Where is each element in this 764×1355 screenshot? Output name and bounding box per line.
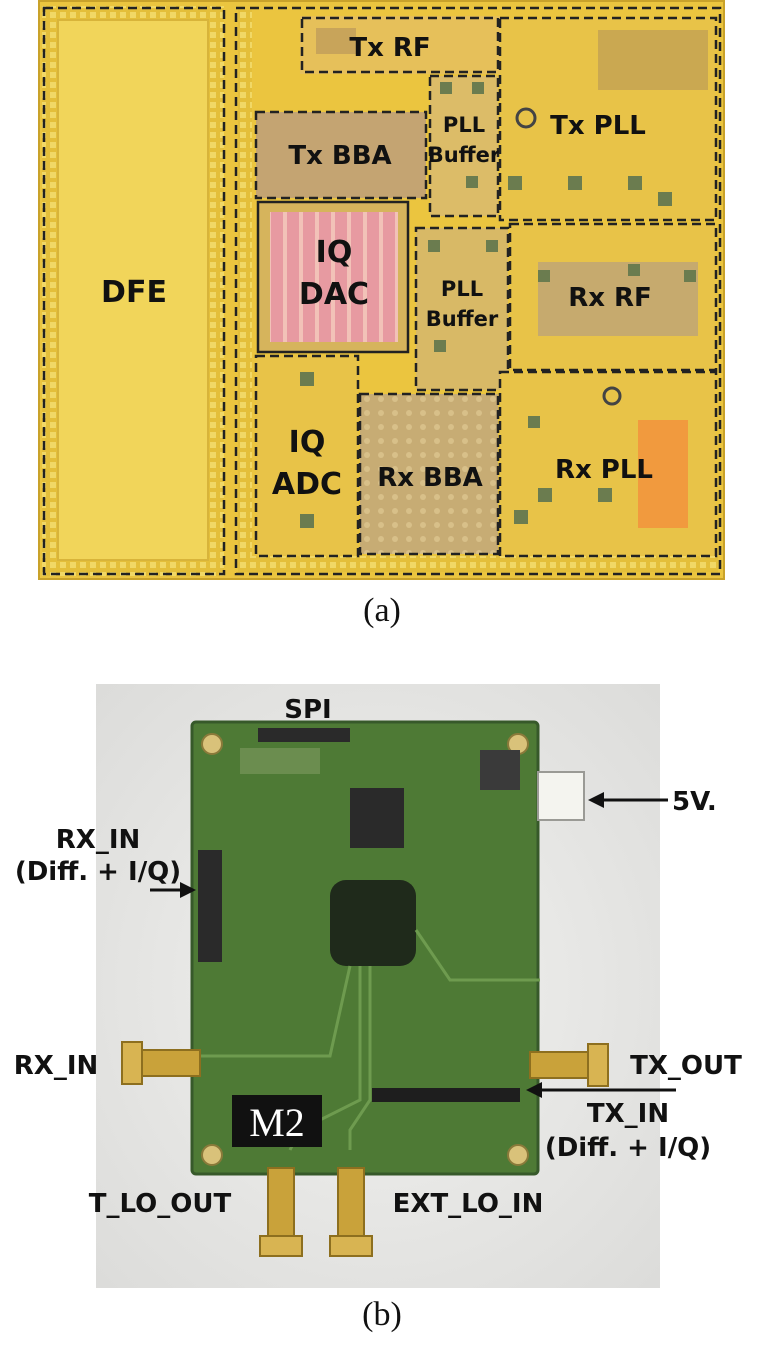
rx-in-label: RX_IN — [14, 1051, 99, 1081]
rx-pll-block: Rx PLL — [498, 370, 718, 558]
iq-dac-block: IQ DAC — [256, 200, 410, 354]
pll-buffer-mid-block: PLL Buffer — [414, 226, 510, 392]
tx-in-sub-label: (Diff. + I/Q) — [545, 1133, 711, 1163]
pcb-board: M2 — [190, 720, 540, 1176]
pll-buffer-mid-label-1: PLL — [441, 277, 483, 301]
rx-rf-label: Rx RF — [568, 283, 652, 313]
t-lo-out-label: T_LO_OUT — [89, 1189, 232, 1219]
tx-pll-block: Tx PLL — [498, 16, 718, 222]
tx-out-sma-connector — [529, 1043, 609, 1087]
rx-bba-label: Rx BBA — [377, 463, 483, 493]
iq-adc-block: IQ ADC — [254, 354, 360, 558]
ext-lo-in-label: EXT_LO_IN — [393, 1189, 544, 1219]
tx-rf-block: Tx RF — [300, 16, 500, 74]
pll-buffer-mid-label-2: Buffer — [426, 307, 499, 331]
pll-buffer-top-block: PLL Buffer — [428, 74, 501, 218]
tx-bba-label: Tx BBA — [288, 141, 391, 171]
m2-logo: M2 — [249, 1100, 305, 1145]
rx-pll-label: Rx PLL — [555, 455, 653, 485]
rx-in-diff-label: RX_IN — [56, 825, 141, 855]
iq-dac-label-1: IQ — [316, 235, 353, 270]
chip-micrograph-panel: DFE Tx RF PLL Buffer Tx PLL Tx BBA — [36, 0, 727, 582]
iq-adc-label-1: IQ — [289, 425, 326, 460]
rx-bba-block: Rx BBA — [358, 392, 500, 556]
tx-rf-label: Tx RF — [349, 33, 430, 63]
tx-bba-block: Tx BBA — [254, 110, 428, 200]
iq-dac-label-2: DAC — [299, 277, 369, 312]
pll-buffer-top-label-2: Buffer — [428, 143, 501, 167]
power-connector — [537, 771, 585, 821]
tx-pll-label: Tx PLL — [550, 111, 646, 141]
chip-micrograph: DFE Tx RF PLL Buffer Tx PLL Tx BBA — [36, 0, 727, 582]
five-v-label: 5V. — [672, 787, 717, 817]
pll-buffer-top-label-1: PLL — [443, 113, 485, 137]
board-photo: M2 SPI 5V. RX_IN (Diff. + I/Q) RX_IN TX_… — [14, 684, 742, 1288]
tx-out-label: TX_OUT — [630, 1051, 742, 1081]
ext-lo-in-sma-connector — [329, 1167, 373, 1257]
m2-logo-patch — [232, 1095, 322, 1147]
spi-label: SPI — [284, 695, 331, 725]
caption-b: (b) — [362, 1296, 402, 1333]
rx-rf-block: Rx RF — [508, 222, 718, 372]
rx-in-sma-connector — [121, 1041, 201, 1085]
t-lo-out-sma-connector — [259, 1167, 303, 1257]
tx-in-label: TX_IN — [587, 1099, 669, 1129]
caption-a: (a) — [363, 592, 401, 629]
iq-adc-label-2: ADC — [272, 467, 342, 502]
dfe-label: DFE — [101, 275, 167, 310]
dfe-block: DFE — [42, 6, 226, 576]
board-photo-panel: M2 SPI 5V. RX_IN (Diff. + I/Q) RX_IN TX_… — [0, 680, 764, 1292]
rx-in-diff-sub-label: (Diff. + I/Q) — [15, 857, 181, 887]
